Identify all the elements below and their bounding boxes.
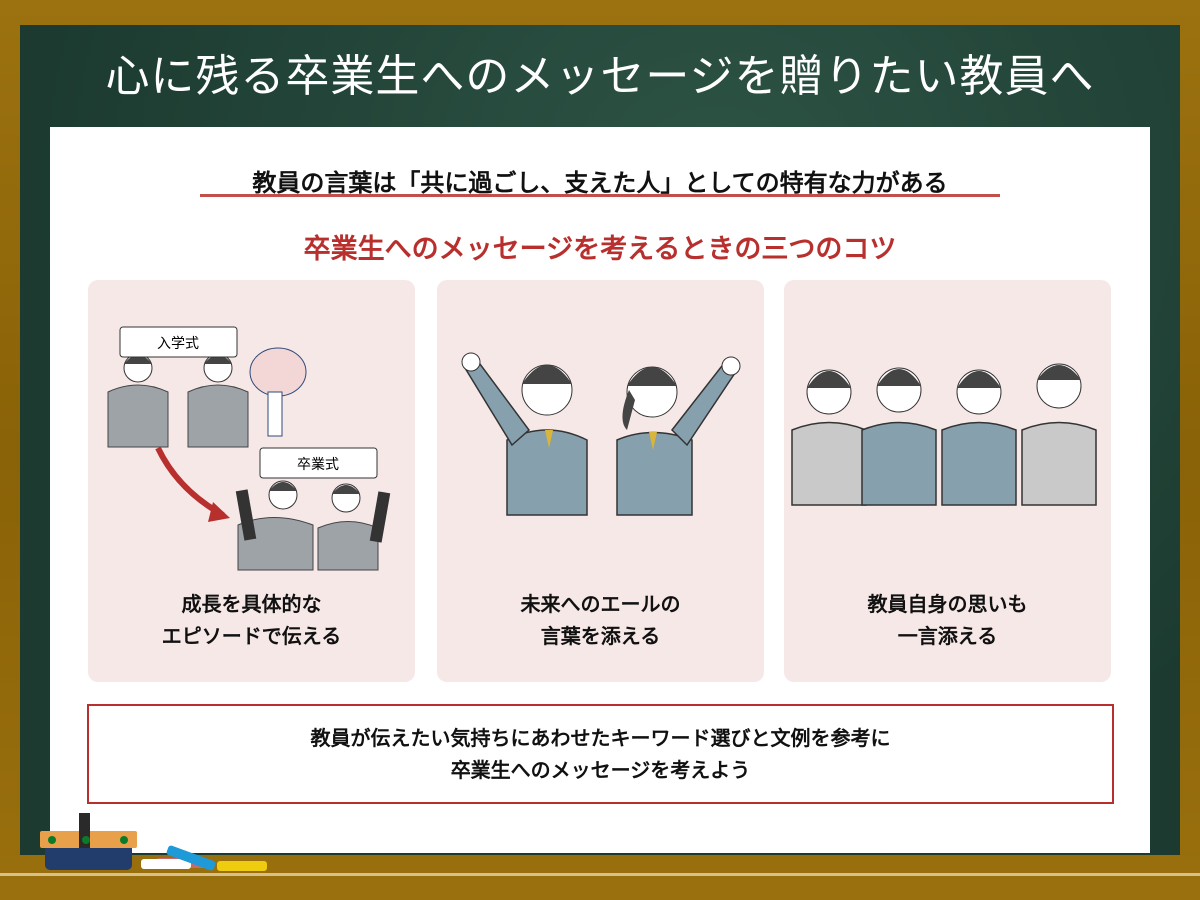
subtitle-underline [200,194,1000,197]
eraser-dot [82,836,90,844]
tip-2-text: 未来へのエールの言葉を添える [520,592,681,648]
white-chalk-icon [141,859,191,869]
eraser-dot [120,836,128,844]
growth-illustration: 入学式 卒業式 [107,326,391,571]
tip-3-text: 教員自身の思いも一言添える [867,592,1028,648]
label-graduation: 卒業式 [297,457,339,473]
yellow-chalk-icon [217,861,267,871]
eraser-handle [79,813,90,848]
summary-line-2: 卒業生へのメッセージを考えよう [450,758,751,782]
summary-box: 教員が伝えたい気持ちにあわせたキーワード選びと文例を参考に 卒業生へのメッセージ… [87,704,1114,804]
tip-card-3: 教員自身の思いも一言添える [784,280,1111,682]
summary-line-1: 教員が伝えたい気持ちにあわせたキーワード選びと文例を参考に [310,726,891,750]
page-title: 心に残る卒業生へのメッセージを贈りたい教員へ [105,51,1095,102]
subtitle: 教員の言葉は「共に過ごし、支えた人」としての特有な力がある [252,169,948,197]
teachers-and-students-illustration [791,363,1097,506]
eraser-dot [48,836,56,844]
eraser-base [45,848,132,870]
tip-card-1: 入学式 卒業式 成長を具体的なエピソードで伝える [88,280,415,682]
cheering-students-illustration [461,352,741,516]
tip-1-text: 成長を具体的なエピソードで伝える [161,592,342,648]
tip-card-2: 未来へのエールの言葉を添える [437,280,764,682]
label-entrance: 入学式 [157,336,199,352]
content-panel: 教員の言葉は「共に過ごし、支えた人」としての特有な力がある 卒業生へのメッセージ… [50,127,1150,853]
tips-heading: 卒業生へのメッセージを考えるときの三つのコツ [303,234,897,265]
chalk-ledge [0,873,1200,876]
